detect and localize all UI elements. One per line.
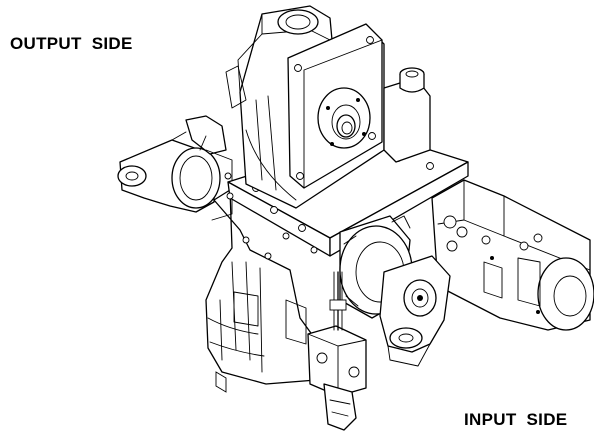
- breather-cap: [383, 67, 431, 163]
- input-shaft-assembly: [431, 179, 594, 331]
- input-side-label: INPUT SIDE: [464, 410, 568, 429]
- lower-housing: [205, 189, 317, 393]
- sensor-bracket: [307, 271, 367, 431]
- output-side-label: OUTPUT SIDE: [10, 34, 133, 53]
- input-yoke: [379, 255, 451, 367]
- housing-bolts: [224, 172, 318, 260]
- output-flange-plate: [287, 23, 383, 189]
- left-output-yoke: [117, 115, 233, 221]
